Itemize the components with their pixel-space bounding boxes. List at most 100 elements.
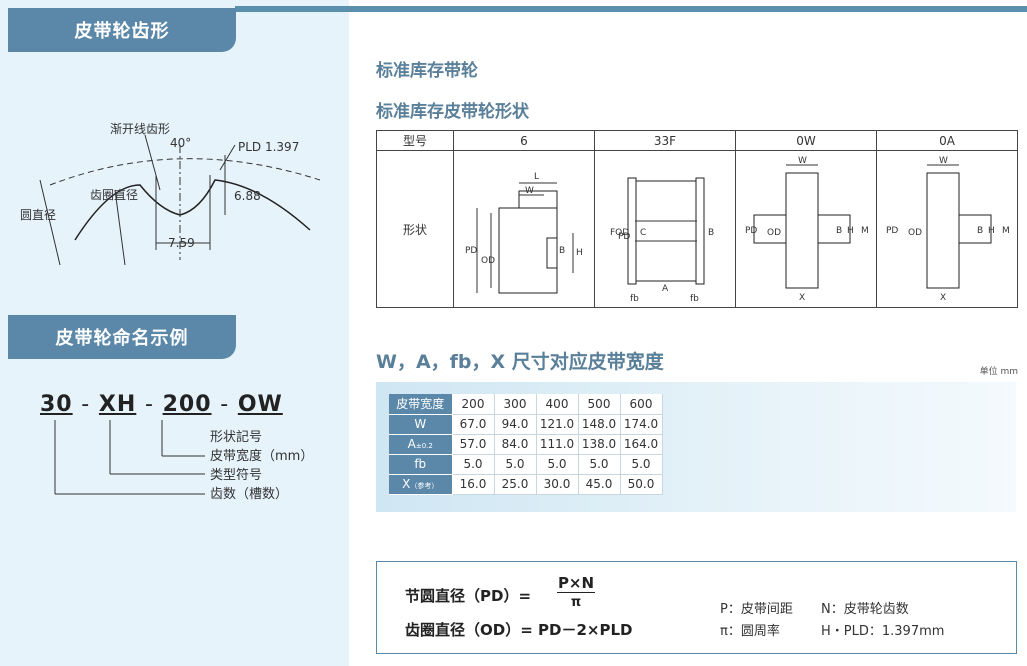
shape-header-model: 型号 [376,130,454,151]
table-cell: 5.0 [452,454,495,475]
table-cell: 121.0 [536,414,579,435]
dim-fb-right: fb [690,294,699,303]
table-cell: 174.0 [620,414,663,435]
code-dash: - [220,392,230,417]
code-teeth: 30 [40,392,73,417]
shape-0w-drawing: W PD OD B H M X [735,150,877,308]
legend-h-pld: H・PLD：1.397mm [821,624,945,639]
table-row: W 67.0 94.0 121.0 148.0 174.0 [389,414,663,435]
unit-label: 单位 mm [979,367,1018,377]
table-cell: 67.0 [452,414,495,435]
dim-b-0w: B [836,226,842,236]
section-title-shapes: 标准库存皮带轮形状 [376,102,529,122]
dim-h-0a: H [988,226,995,236]
row-label-a: A±0.2 [389,434,453,455]
shape-6-drawing: L W PD OD B H [453,150,595,308]
table-cell: 111.0 [536,434,579,455]
naming-leader-lines [54,420,205,495]
dim-fb-left: fb [630,294,639,303]
table-cell: 30.0 [536,474,579,495]
label-type: 类型符号 [210,468,263,483]
table-cell: 5.0 [494,454,537,475]
label-teeth: 齿数（槽数） [210,487,289,502]
dim-h-0w: H [847,226,854,236]
angle-label: 40° [170,136,191,150]
width-header-label: 皮带宽度 [389,394,453,415]
table-cell: 5.0 [578,454,621,475]
width-header: 600 [620,394,663,415]
dim-b-33f: B [708,228,714,238]
root-dia-label: 齿圈直径 [90,188,138,202]
code-shape: OW [237,392,283,417]
code-dash: - [144,392,154,417]
width-header: 500 [578,394,621,415]
row-label-x: X（参考） [389,474,453,495]
formula-box [376,561,1017,654]
naming-labels: 形状記号 皮带宽度（mm） 类型符号 齿数（槽数） [210,428,313,504]
table-cell: 16.0 [452,474,495,495]
table-cell: 164.0 [620,434,663,455]
dim-od-0a: OD [908,228,922,238]
dim-l: L [534,172,539,182]
table-cell: 5.0 [536,454,579,475]
shape-0a-drawing: W PD OD B H M X [876,150,1018,308]
code-type: XH [98,392,137,417]
dim-w-0a: W [939,156,948,166]
table-cell: 45.0 [578,474,621,495]
formula-od: 齿圈直径（OD）= PD－2×PLD [405,621,633,639]
dim-fod: FOD [610,228,629,238]
shape-33f-drawing: FOD PD C B A fb fb [594,150,736,308]
table-cell: 94.0 [494,414,537,435]
pld-label: PLD 1.397 [238,140,299,154]
shape-table: 型号 6 33F 0W 0A 形状 L W PD OD B H FOD PD C… [376,130,1018,308]
label-width: 皮带宽度（mm） [210,449,314,464]
label-shape: 形状記号 [210,430,263,445]
table-row: fb 5.0 5.0 5.0 5.0 5.0 [389,454,663,475]
dim-b: B [559,246,565,256]
code-dash: - [81,392,91,417]
legend-n: N：皮带轮齿数 [821,602,909,617]
width-table: 皮带宽度 200 300 400 500 600 W 67.0 94.0 121… [389,394,663,495]
shape-header-0w: 0W [735,130,877,151]
pitch-dia-label: 节圆直径 [20,208,56,222]
dim-m-0a: M [1002,226,1010,236]
row-label-w: W [389,414,453,435]
table-cell: 84.0 [494,434,537,455]
section-title-stock: 标准库存带轮 [376,61,478,81]
width-header: 300 [494,394,537,415]
naming-code: 30 - XH - 200 - OW [40,392,283,417]
table-cell: 25.0 [494,474,537,495]
table-cell: 50.0 [620,474,663,495]
table-cell: 5.0 [620,454,663,475]
dim-pd-0w: PD [745,226,757,236]
section-tab-tooth-profile: 皮带轮齿形 [8,8,236,52]
legend-pi: π：圆周率 [720,624,780,639]
shape-header-0a: 0A [876,130,1018,151]
involute-label: 渐开线齿形 [110,122,170,136]
row-label-fb: fb [389,454,453,475]
width-header: 400 [536,394,579,415]
shape-row-label: 形状 [376,150,454,308]
section-title-dims: W，A，fb，X 尺寸对应皮带宽度 [376,351,664,373]
table-cell: 138.0 [578,434,621,455]
dim-pd-33f: PD [618,232,630,242]
table-row: A±0.2 57.0 84.0 111.0 138.0 164.0 [389,434,663,455]
width-label: 7.59 [168,236,195,250]
table-cell: 57.0 [452,434,495,455]
section-tab-naming: 皮带轮命名示例 [8,315,236,359]
dim-od: OD [481,256,495,266]
dim-od-0w: OD [767,228,781,238]
shape-header-33f: 33F [594,130,736,151]
dim-m-0w: M [861,226,869,236]
dim-w-0w: W [798,156,807,166]
width-header: 200 [452,394,495,415]
formula-denominator: π [570,595,582,610]
dim-pd-0a: PD [886,226,898,236]
dim-a: A [662,284,669,294]
dim-b-0a: B [977,226,983,236]
top-rule [235,6,1027,12]
shape-header-6: 6 [453,130,595,151]
code-width: 200 [162,392,212,417]
dim-h: H [576,248,583,258]
table-row: X（参考） 16.0 25.0 30.0 45.0 50.0 [389,474,663,495]
